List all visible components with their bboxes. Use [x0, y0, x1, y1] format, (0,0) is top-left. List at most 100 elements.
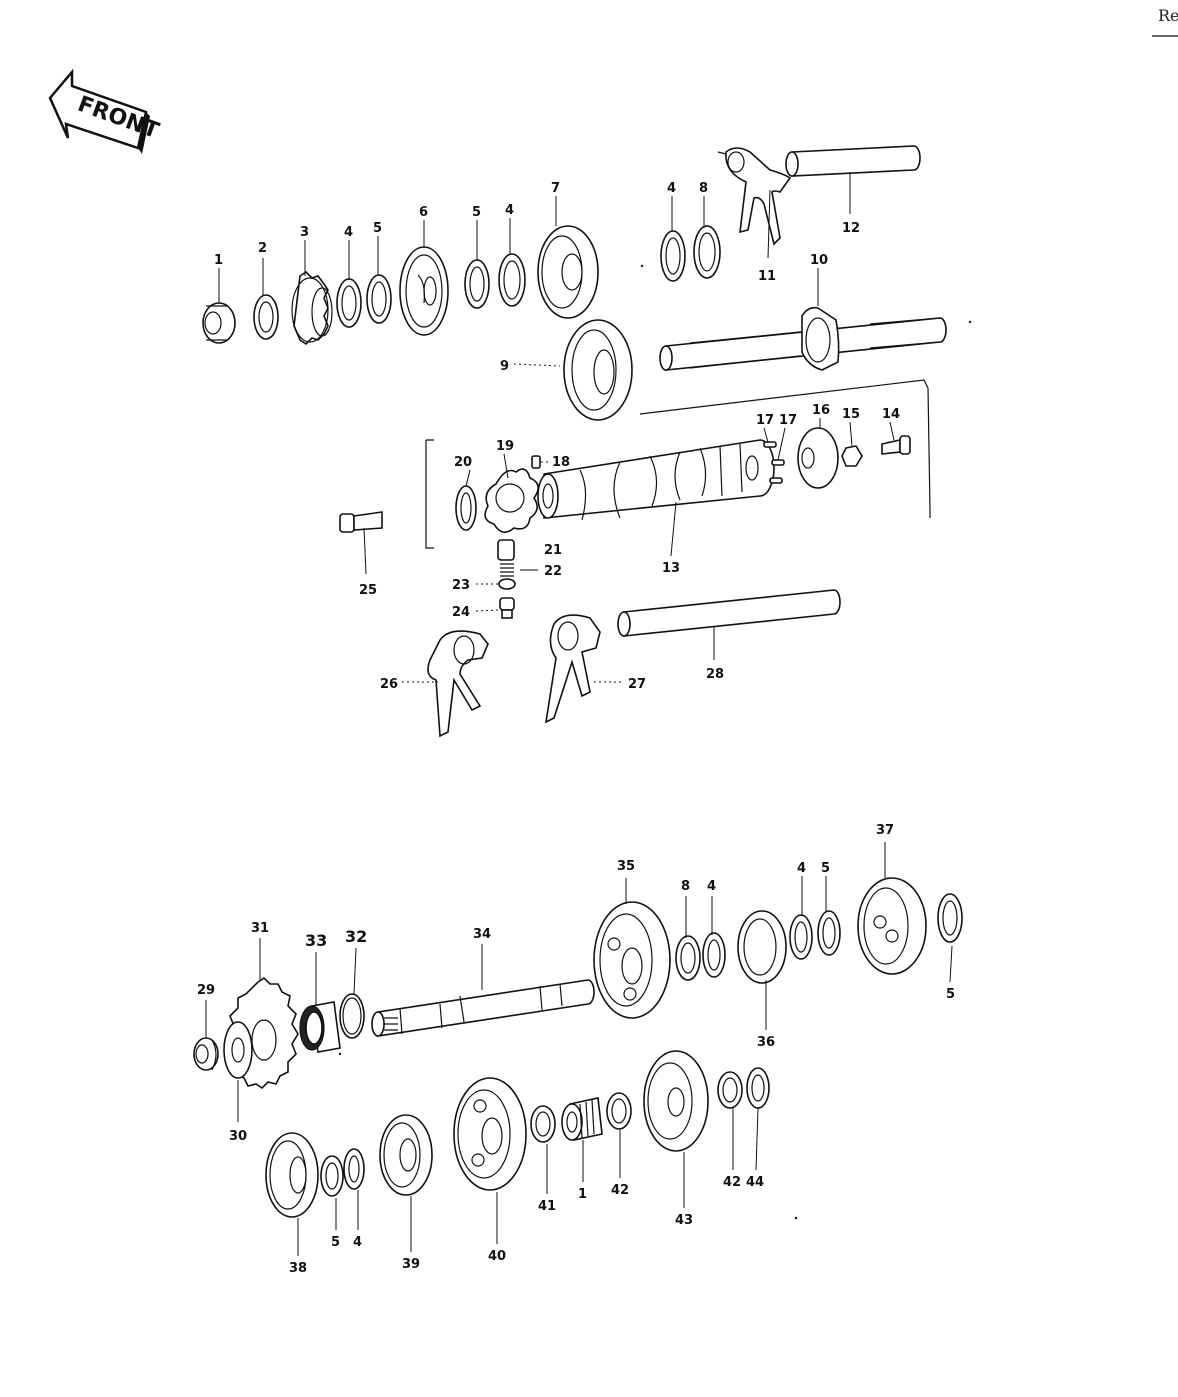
label-11: 11 — [758, 269, 776, 284]
label-5a: 5 — [373, 221, 382, 236]
gear-40 — [453, 1077, 527, 1191]
label-39: 39 — [402, 1257, 420, 1272]
washer-30 — [223, 1021, 253, 1079]
label-3: 3 — [300, 225, 309, 240]
label-13: 13 — [662, 561, 680, 576]
screw-14 — [881, 435, 911, 455]
label-30: 30 — [229, 1129, 247, 1144]
needle-bearing-1b — [561, 1097, 603, 1141]
label-24: 24 — [452, 605, 470, 620]
pin-plate-19 — [484, 468, 539, 533]
plug-24 — [499, 597, 515, 619]
label-34: 34 — [473, 927, 491, 942]
label-4c: 4 — [667, 181, 676, 196]
spring-22 — [500, 563, 514, 577]
detent-pin-21 — [497, 539, 515, 561]
circlip-4f — [343, 1148, 365, 1190]
label-4f: 4 — [353, 1235, 362, 1250]
circlip-4c — [660, 230, 686, 282]
label-10: 10 — [810, 253, 828, 268]
shift-rod-28 — [617, 589, 841, 637]
label-21: 21 — [544, 543, 562, 558]
label-2: 2 — [258, 241, 267, 256]
circlip-4b — [498, 253, 526, 307]
label-31: 31 — [251, 921, 269, 936]
pin-18 — [531, 455, 541, 469]
gasket-23 — [498, 578, 516, 590]
switch-25 — [339, 511, 383, 533]
label-17a: 17 — [756, 413, 774, 428]
circlip-4d — [702, 932, 726, 978]
label-32: 32 — [345, 927, 367, 946]
label-26: 26 — [380, 677, 398, 692]
circlip-20 — [455, 485, 477, 531]
label-33: 33 — [305, 931, 327, 950]
nut-29 — [193, 1037, 219, 1071]
label-4b: 4 — [505, 203, 514, 218]
washer-5d — [817, 910, 841, 956]
circlip-4e — [789, 914, 813, 960]
label-40: 40 — [488, 1249, 506, 1264]
gear-37 — [857, 877, 927, 975]
gear-38 — [265, 1132, 319, 1218]
label-18: 18 — [552, 455, 570, 470]
label-38: 38 — [289, 1261, 307, 1276]
label-17b: 17 — [779, 413, 797, 428]
output-shaft-34 — [371, 979, 595, 1037]
gear-3 — [291, 270, 333, 346]
label-43: 43 — [675, 1213, 693, 1228]
label-1b: 1 — [578, 1187, 587, 1202]
label-23: 23 — [452, 578, 470, 593]
label-27: 27 — [628, 677, 646, 692]
shift-rod-12 — [785, 145, 921, 177]
label-44: 44 — [746, 1175, 764, 1190]
label-5d: 5 — [946, 987, 955, 1002]
label-28: 28 — [706, 667, 724, 682]
label-22: 22 — [544, 564, 562, 579]
drive-shaft-10 — [659, 306, 947, 371]
label-8b: 8 — [681, 879, 690, 894]
label-19: 19 — [496, 439, 514, 454]
washer-42b — [717, 1071, 743, 1109]
washer-8a — [693, 225, 721, 279]
label-5e: 5 — [331, 1235, 340, 1250]
gear-6 — [399, 246, 449, 336]
label-16: 16 — [812, 403, 830, 418]
collar-33 — [299, 1001, 341, 1053]
label-15: 15 — [842, 407, 860, 422]
label-14: 14 — [882, 407, 900, 422]
lock-washer-15 — [841, 445, 863, 467]
washer-5c — [937, 893, 963, 943]
washer-2 — [253, 294, 279, 340]
label-6: 6 — [419, 205, 428, 220]
label-20: 20 — [454, 455, 472, 470]
part-labels: 1 2 3 4 5 6 5 4 7 4 8 11 12 10 9 17 17 1… — [197, 181, 955, 1276]
label-12: 12 — [842, 221, 860, 236]
shift-fork-27 — [544, 614, 601, 724]
shift-fork-26 — [427, 630, 489, 738]
gear-9 — [563, 319, 633, 421]
o-ring-32 — [339, 993, 365, 1039]
leader-lines — [205, 172, 953, 1256]
label-1: 1 — [214, 253, 223, 268]
washer-42a — [606, 1092, 632, 1130]
label-7: 7 — [551, 181, 560, 196]
stray-dots — [338, 264, 972, 1220]
gear-39 — [379, 1114, 433, 1196]
circlip-44 — [746, 1067, 770, 1109]
assembly-box-outline — [425, 379, 931, 549]
label-42b: 42 — [723, 1175, 741, 1190]
shift-fork-11 — [717, 147, 792, 246]
gear-7 — [537, 225, 599, 319]
washer-8b — [675, 935, 701, 981]
label-37: 37 — [876, 823, 894, 838]
label-41: 41 — [538, 1199, 556, 1214]
label-9: 9 — [500, 359, 509, 374]
label-4d: 4 — [707, 879, 716, 894]
front-arrow-icon: FRONT — [48, 68, 162, 154]
shift-drum-13 — [537, 439, 775, 521]
washer-5e — [320, 1155, 344, 1197]
gear-36 — [737, 910, 787, 984]
label-5b: 5 — [472, 205, 481, 220]
